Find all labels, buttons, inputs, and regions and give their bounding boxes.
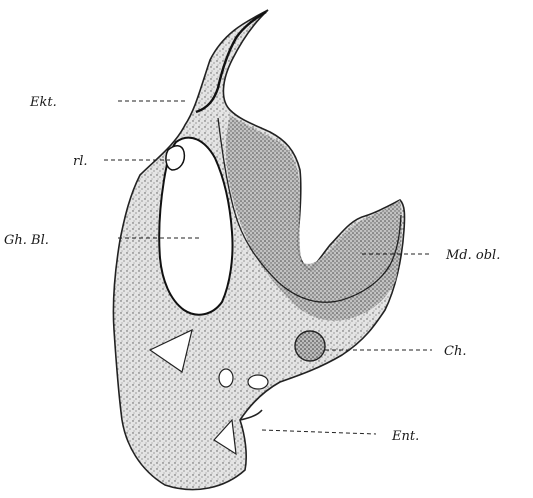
notochord (295, 331, 325, 361)
vessel-small-1 (219, 369, 233, 387)
leader-ent (262, 430, 376, 434)
label-md-obl: Md. obl. (445, 248, 500, 263)
label-ent: Ent. (391, 429, 419, 444)
vessel-small-2 (248, 375, 268, 389)
label-gh-bl: Gh. Bl. (4, 233, 49, 248)
label-rl: rl. (73, 154, 88, 169)
label-ch: Ch. (444, 344, 466, 359)
label-ekt: Ekt. (29, 95, 57, 110)
